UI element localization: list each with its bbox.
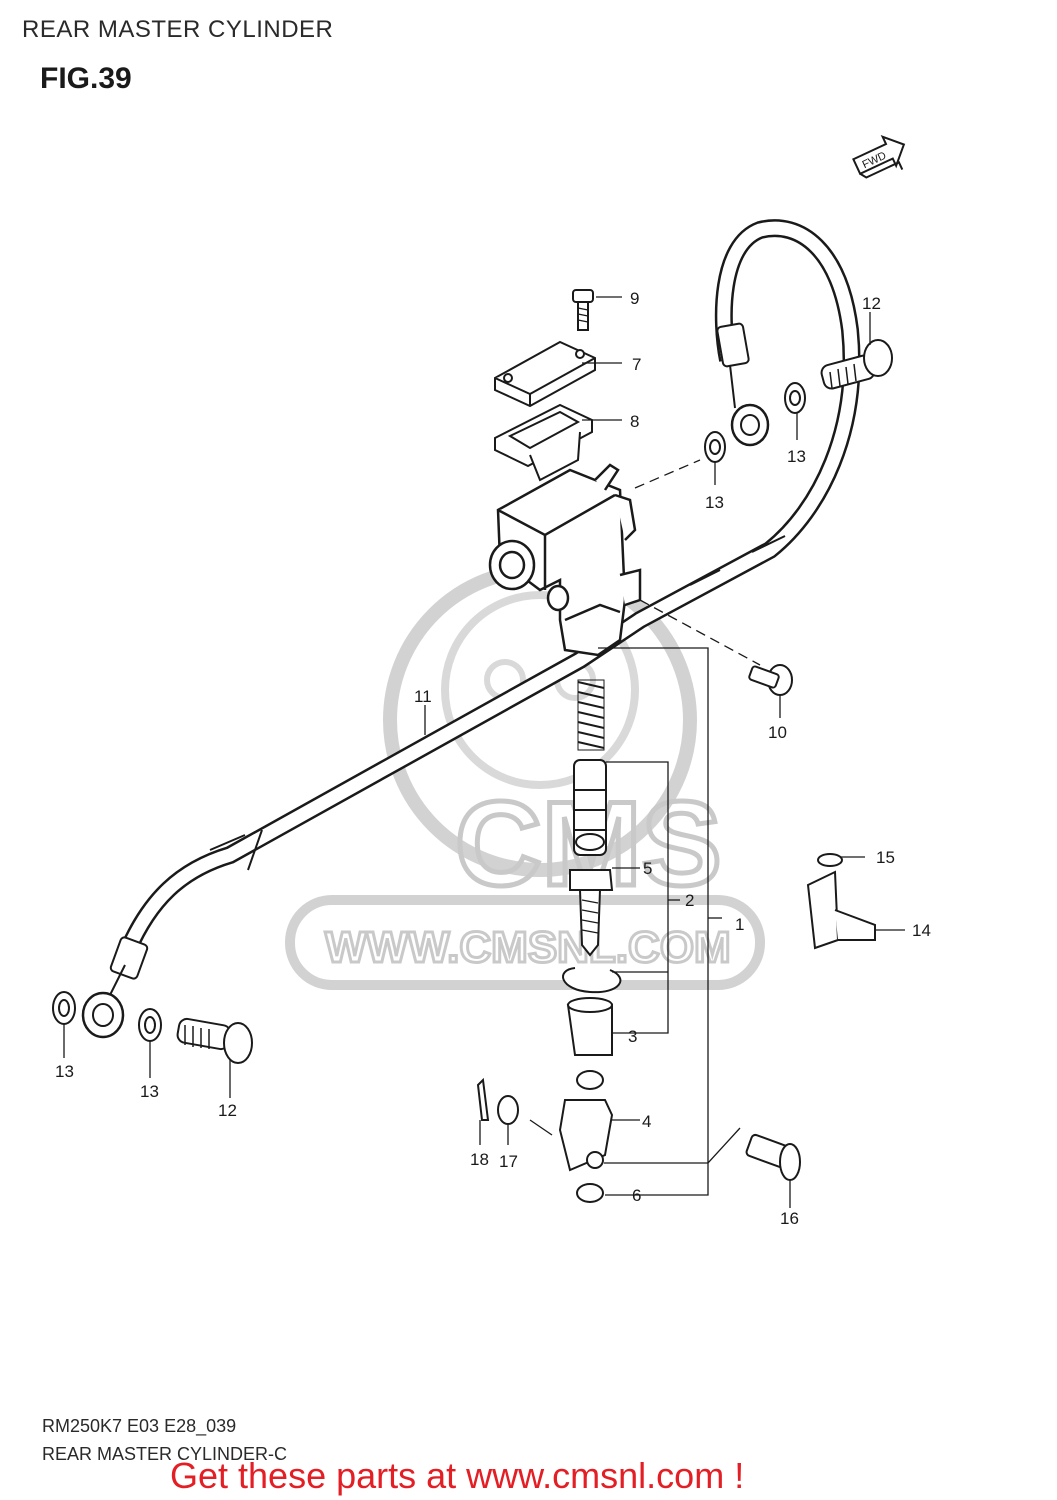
callout-11: 11 — [414, 687, 432, 706]
callout-18: 18 — [470, 1150, 489, 1169]
callout-17: 17 — [499, 1152, 518, 1171]
callout-1: 1 — [735, 915, 744, 934]
callout-12-upper: 12 — [862, 294, 881, 313]
watermark-url: WWW.CMSNL.COM — [325, 923, 731, 972]
banjo-bolt-lower — [176, 1017, 253, 1064]
master-cylinder-body — [488, 463, 642, 657]
callout-13-center: 13 — [705, 493, 724, 512]
brake-hose — [81, 219, 861, 1039]
callout-2: 2 — [685, 891, 694, 910]
page-title: REAR MASTER CYLINDER — [22, 16, 334, 43]
callout-13-right: 13 — [787, 447, 806, 466]
figure-number: FIG.39 — [40, 62, 132, 95]
callout-9: 9 — [630, 289, 639, 308]
clevis-pin-hardware — [476, 853, 876, 1181]
leader-lines — [63, 296, 905, 1208]
callout-7: 7 — [632, 355, 641, 374]
callout-6: 6 — [632, 1186, 641, 1205]
callout-8: 8 — [630, 412, 639, 431]
callout-15: 15 — [876, 848, 895, 867]
watermark-url-banner — [285, 895, 765, 990]
callout-16: 16 — [780, 1209, 799, 1228]
promo-link[interactable]: Get these parts at www.cmsnl.com ! — [170, 1455, 745, 1496]
callout-13-left: 13 — [140, 1082, 159, 1101]
callout-labels: 1 2 3 4 5 6 7 8 9 10 11 12 12 13 13 13 1… — [55, 289, 931, 1228]
callout-12-lower: 12 — [218, 1101, 237, 1120]
callout-3: 3 — [628, 1027, 637, 1046]
washers — [52, 382, 806, 1042]
reservoir-cap-assembly — [494, 289, 596, 482]
diagram-subtitle: REAR MASTER CYLINDER-C — [42, 1444, 288, 1464]
mounting-screw — [748, 664, 793, 696]
fwd-arrow-icon: FWD — [852, 135, 906, 179]
piston-assembly — [558, 679, 622, 1203]
callout-14: 14 — [912, 921, 931, 940]
callout-13-far-left: 13 — [55, 1062, 74, 1081]
banjo-bolt-upper — [820, 339, 893, 390]
callout-5: 5 — [643, 859, 652, 878]
callout-10: 10 — [768, 723, 787, 742]
diagram-code: RM250K7 E03 E28_039 — [42, 1416, 237, 1436]
callout-4: 4 — [642, 1112, 651, 1131]
watermark-mascot-head — [441, 591, 639, 789]
